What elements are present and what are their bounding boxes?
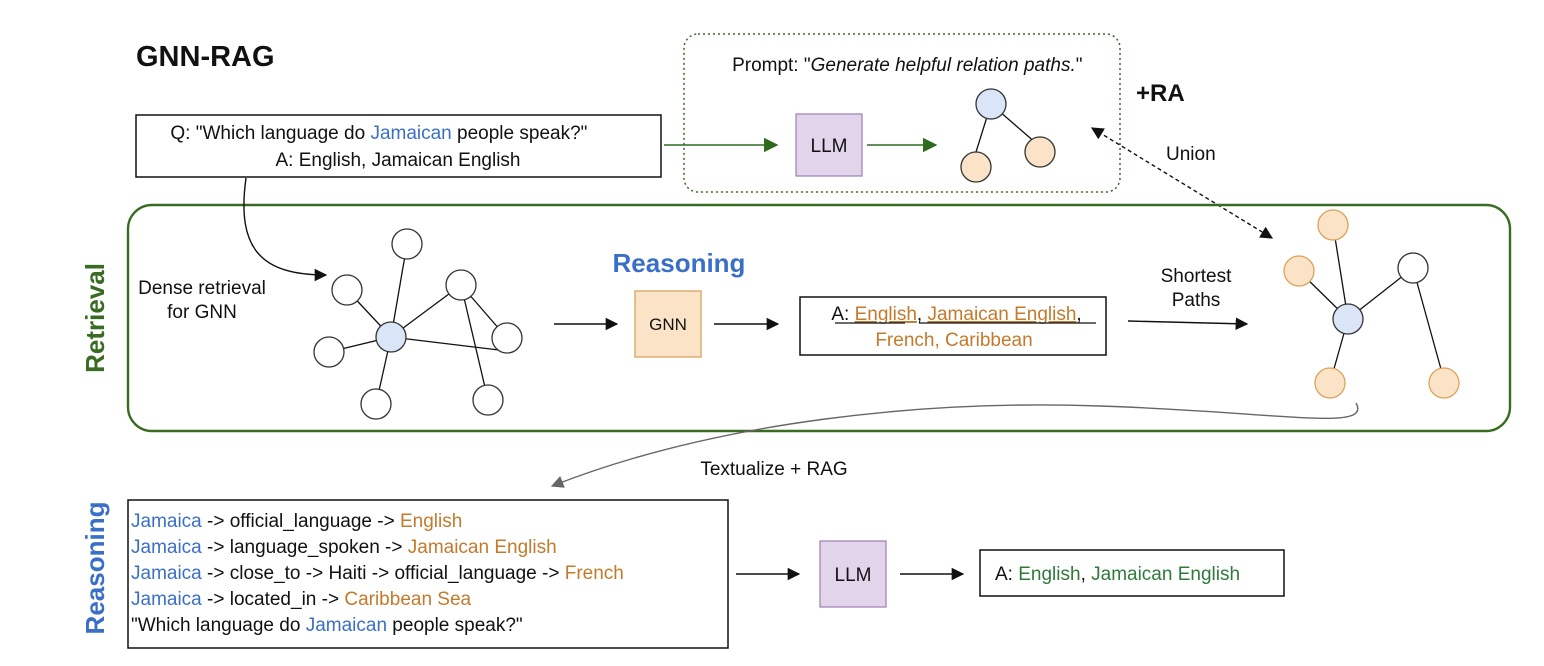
final-answer-sep: , [1081,564,1092,585]
ra-llm-box [795,113,863,177]
gnn-answer-1: English [855,304,917,325]
gnn-answer-prefix: A: [831,304,854,325]
retrieval-box [126,203,1512,433]
dense-retrieval-line1: Dense retrieval [138,278,266,299]
graph-node [331,274,363,306]
graph-node [491,322,523,354]
union-label: Union [1166,144,1216,165]
graph-node [391,228,423,260]
reasoning-llm-box [819,540,887,608]
ra-llm-label: LLM [811,136,848,157]
gnn-answer-box [799,296,1107,356]
reasoning-question-suffix: people speak?" [387,615,523,636]
reasoning-paths-box [127,499,729,649]
gnn-answer-line2: French, Caribbean [875,330,1032,351]
final-answer-1: English [1018,564,1080,585]
ra-tree-root-node [975,88,1007,120]
final-answer-box [979,549,1285,597]
ra-tree-leaf-node [1024,136,1056,168]
path-middle: -> close_to -> Haiti -> official_languag… [202,563,565,584]
path-head: Jamaica [131,563,202,584]
path-tail: French [565,563,624,584]
path-middle: -> located_in -> [202,589,345,610]
path-head: Jamaica [131,537,202,558]
gnn-label: GNN [649,315,687,334]
ra-box [683,33,1121,193]
path-tail: English [400,511,462,532]
path-node-orange [1314,367,1346,399]
retrieved-subgraph-nodes [313,228,523,420]
final-answer: A: English, Jamaican English [995,564,1240,585]
textualize-label: Textualize + RAG [700,459,847,480]
question-answer: A: English, Jamaican English [275,150,520,171]
path-node-entity [1332,303,1364,335]
path-middle: -> official_language -> [202,511,400,532]
path-tail: Jamaican English [408,537,557,558]
reasoning-question-prefix: "Which language do [131,615,306,636]
path-head: Jamaica [131,589,202,610]
shortest-paths-line1: Shortest [1161,266,1232,287]
question-suffix: people speak?" [452,123,588,144]
page-title: GNN-RAG [136,41,275,73]
path-line-2: Jamaica -> language_spoken -> Jamaican E… [131,537,557,558]
ra-prompt: Prompt: "Generate helpful relation paths… [706,55,1099,76]
path-line-1: Jamaica -> official_language -> English [131,511,462,532]
gnn-answer-2: Jamaican English [927,304,1076,325]
graph-node [472,384,504,416]
path-node-white [1397,252,1429,284]
ra-prompt-suffix: " [1076,55,1083,76]
path-node-orange [1428,367,1460,399]
graph-entity-node [375,321,407,353]
reasoning-llm-label: LLM [835,565,872,586]
question-text: Q: "Which language do Jamaican people sp… [144,123,603,144]
reasoning-question: "Which language do Jamaican people speak… [131,615,523,636]
path-node-orange [1317,209,1349,241]
question-entity: Jamaican [370,123,451,144]
question-box [135,114,662,178]
path-head: Jamaica [131,511,202,532]
final-answer-prefix: A: [995,564,1018,585]
ra-prompt-prefix: Prompt: " [732,55,811,76]
path-tail: Caribbean Sea [344,589,471,610]
dense-retrieval-line2: for GNN [167,302,237,323]
textualize-arrow [550,402,1359,488]
final-answer-2: Jamaican English [1091,564,1240,585]
ra-tree-leaf-node [960,151,992,183]
shortest-paths-line2: Paths [1172,290,1221,311]
union-arrow [1090,127,1274,239]
graph-node [313,336,345,368]
gnn-answer-line1: A: English, Jamaican English, [806,304,1098,325]
path-line-4: Jamaica -> located_in -> Caribbean Sea [131,589,472,610]
question-to-graph-arrow [243,177,328,282]
reasoning-label: Reasoning [613,248,746,278]
retrieval-side-label: Retrieval [80,263,110,373]
path-middle: -> language_spoken -> [202,537,408,558]
ra-tag: +RA [1136,80,1185,107]
path-line-3: Jamaica -> close_to -> Haiti -> official… [131,563,624,584]
path-node-orange [1283,255,1315,287]
graph-node [360,388,392,420]
reasoning-question-entity: Jamaican [306,615,387,636]
ra-prompt-italic: Generate helpful relation paths. [811,55,1076,76]
retrieved-subgraph [328,243,508,405]
answer-to-paths-arrow [1127,317,1249,331]
graph-node [445,269,477,301]
shortest-path-graph [1298,224,1445,384]
question-prefix: Q: "Which language do [170,123,370,144]
gnn-box [634,290,702,358]
reasoning-side-label: Reasoning [80,502,110,635]
